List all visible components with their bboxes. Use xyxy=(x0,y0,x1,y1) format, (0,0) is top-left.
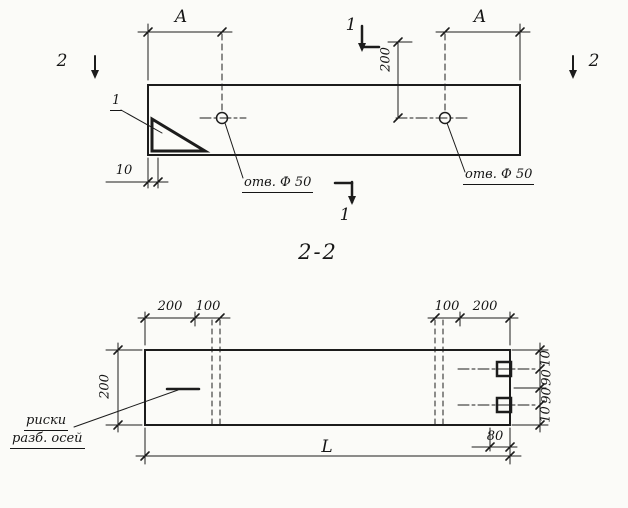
section-title: 2-2 xyxy=(298,240,338,264)
beam-outline xyxy=(147,84,521,156)
dim-label-right-200: 200 xyxy=(472,299,498,314)
section-arrow-2-right xyxy=(569,70,577,79)
dim-label-height-200: 200 xyxy=(97,374,113,399)
dashed-extensions xyxy=(221,33,446,111)
detail-label-1: 1 xyxy=(110,93,123,111)
dim-label-length: L xyxy=(321,437,333,457)
section-arrow-2-left xyxy=(91,70,99,79)
dim-label-10: 10 xyxy=(115,163,133,178)
axis-callout-line2: разб. осей xyxy=(10,431,85,449)
section-dimension-lines xyxy=(117,317,541,457)
end-notch-bottom xyxy=(495,396,513,414)
dim-label-a-right: A xyxy=(473,7,487,27)
section-label-2-left: 2 xyxy=(56,51,68,71)
leader-lines xyxy=(120,109,466,179)
dim-label-200-plan: 200 xyxy=(378,47,394,72)
hole-callout-left: отв. Ф 50 xyxy=(242,175,314,193)
dim-label-a-left: A xyxy=(174,7,188,27)
section-label-1-top: 1 xyxy=(345,15,357,35)
extension-lines xyxy=(147,23,521,189)
top-view-geometry xyxy=(91,23,577,205)
dim-label-10-bottom: 10 xyxy=(538,406,554,423)
end-notch-top xyxy=(495,360,513,378)
section-label-2-right: 2 xyxy=(588,51,600,71)
dim-label-left-200: 200 xyxy=(157,299,183,314)
dimension-lines xyxy=(105,31,531,183)
hole-callout-right: отв. Ф 50 xyxy=(463,167,535,185)
hidden-hole-lines xyxy=(211,319,444,426)
notch-axes xyxy=(457,368,537,406)
axis-leader xyxy=(73,389,179,428)
section-label-1-bottom: 1 xyxy=(339,205,351,225)
section-outline xyxy=(144,349,511,426)
dim-label-80: 80 xyxy=(486,429,504,444)
top-view-ticks xyxy=(143,27,525,187)
axis-callout-line1: риски xyxy=(24,413,69,431)
section-view-geometry xyxy=(73,311,549,465)
section-arrow-1-bottom xyxy=(348,196,356,205)
dim-label-right-100: 100 xyxy=(434,299,460,314)
section-ticks xyxy=(113,313,545,461)
dim-label-left-100: 100 xyxy=(195,299,221,314)
chamfer-triangle xyxy=(150,116,211,153)
section-arrow-1-top xyxy=(358,43,366,52)
